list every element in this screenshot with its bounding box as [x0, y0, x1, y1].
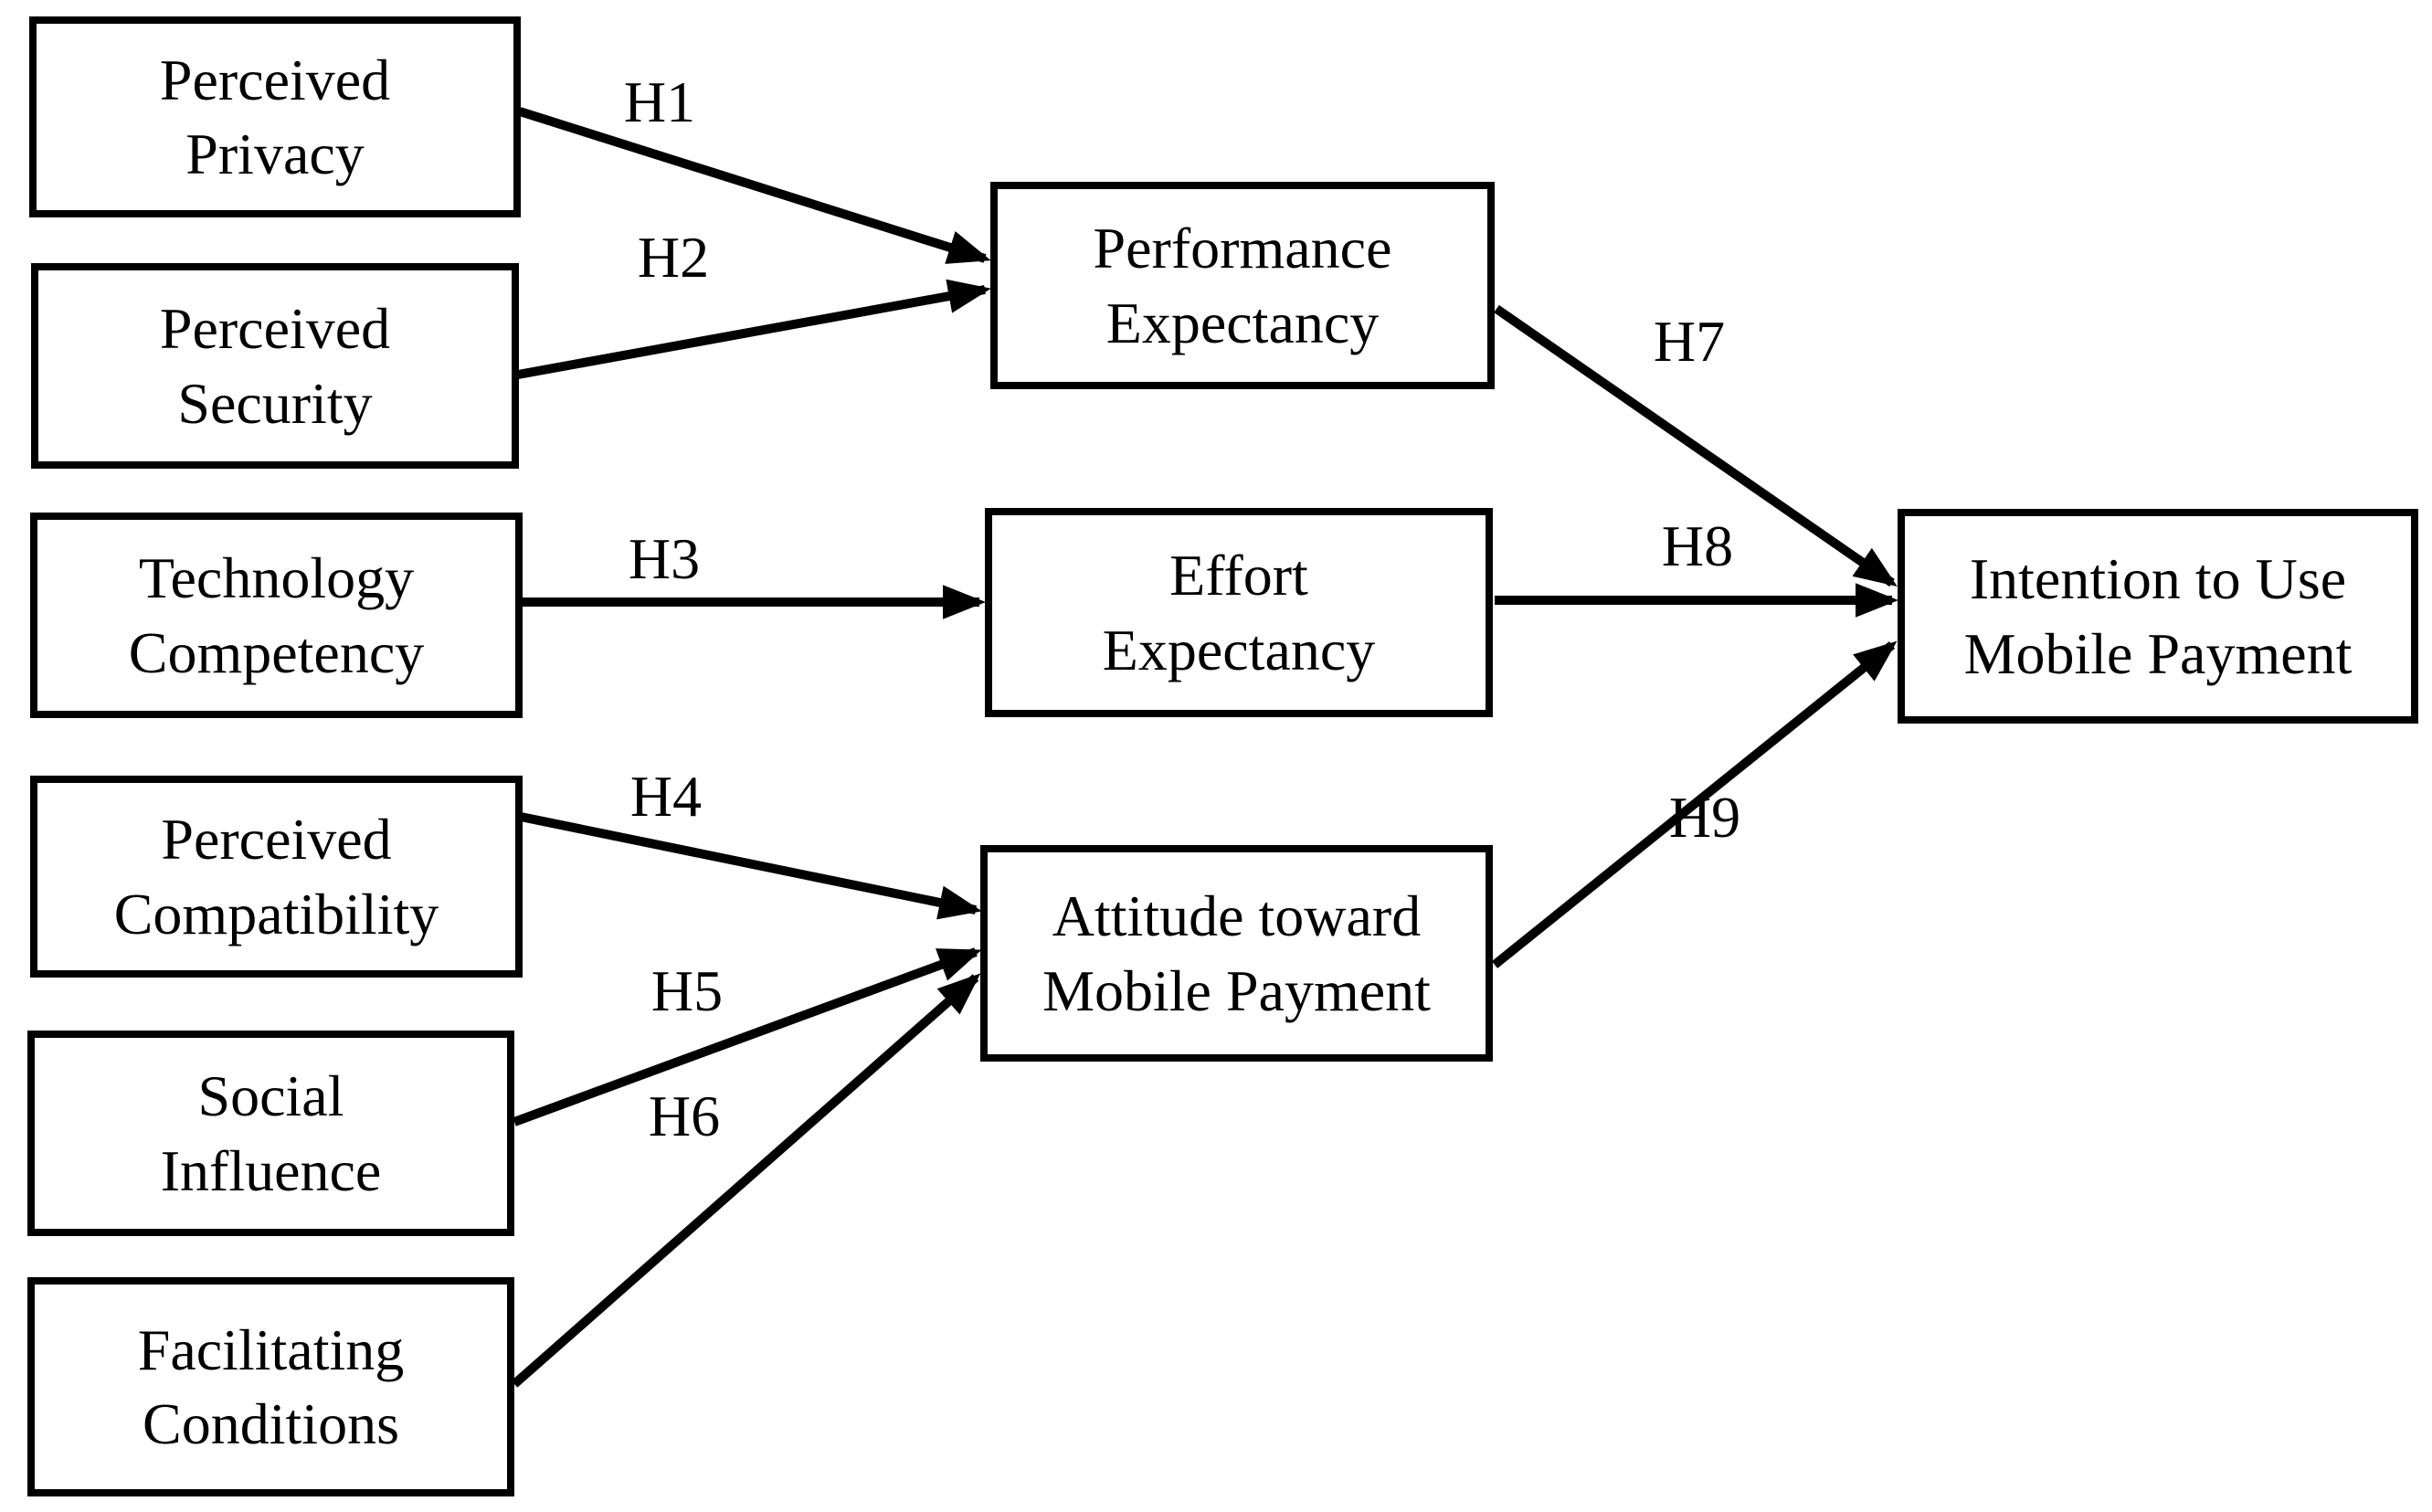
arrow-h5 — [513, 947, 982, 1126]
node-perceived-privacy: Perceived Privacy — [29, 16, 521, 217]
hypothesis-label-h2: H2 — [637, 225, 710, 290]
hypothesis-label-h5: H5 — [650, 958, 724, 1023]
node-label: Perceived Compatibility — [113, 807, 439, 946]
node-label: Intention to Use Mobile Payment — [1963, 546, 2353, 686]
node-label: Attitude toward Mobile Payment — [1042, 883, 1431, 1023]
arrow-h6 — [511, 973, 981, 1388]
node-label: Technology Competency — [128, 545, 425, 685]
node-effort-expectancy: Effort Expectancy — [985, 508, 1493, 717]
arrow-h1 — [518, 107, 991, 264]
arrow-h2 — [517, 279, 991, 379]
node-technology-competency: Technology Competency — [30, 513, 523, 718]
node-label: Perceived Privacy — [159, 47, 391, 186]
node-facilitating-conditions: Facilitating Conditions — [27, 1277, 514, 1496]
node-attitude-toward-mobile-payment: Attitude toward Mobile Payment — [980, 845, 1493, 1062]
node-label: Facilitating Conditions — [137, 1316, 405, 1456]
node-perceived-security: Perceived Security — [31, 263, 519, 469]
hypothesis-label-h8: H8 — [1661, 513, 1734, 578]
hypothesis-label-h6: H6 — [648, 1084, 721, 1148]
hypothesis-label-h3: H3 — [628, 526, 701, 591]
node-social-influence: Social Influence — [27, 1031, 514, 1236]
hypothesis-label-h4: H4 — [629, 764, 703, 829]
node-label: Social Influence — [160, 1063, 382, 1203]
node-performance-expectancy: Performance Expectancy — [990, 182, 1495, 389]
node-label: Perceived Security — [159, 296, 391, 436]
node-perceived-compatibility: Perceived Compatibility — [30, 776, 523, 978]
hypothesis-label-h9: H9 — [1668, 785, 1741, 850]
arrow-h4 — [519, 812, 982, 920]
hypothesis-label-h1: H1 — [623, 69, 696, 134]
arrow-h7 — [1494, 304, 1898, 587]
arrow-h9 — [1491, 640, 1898, 968]
node-label: Effort Expectancy — [1102, 543, 1376, 682]
node-label: Performance Expectancy — [1093, 216, 1392, 355]
node-intention-to-use-mobile-payment: Intention to Use Mobile Payment — [1898, 509, 2418, 724]
hypothesis-label-h7: H7 — [1653, 309, 1726, 374]
